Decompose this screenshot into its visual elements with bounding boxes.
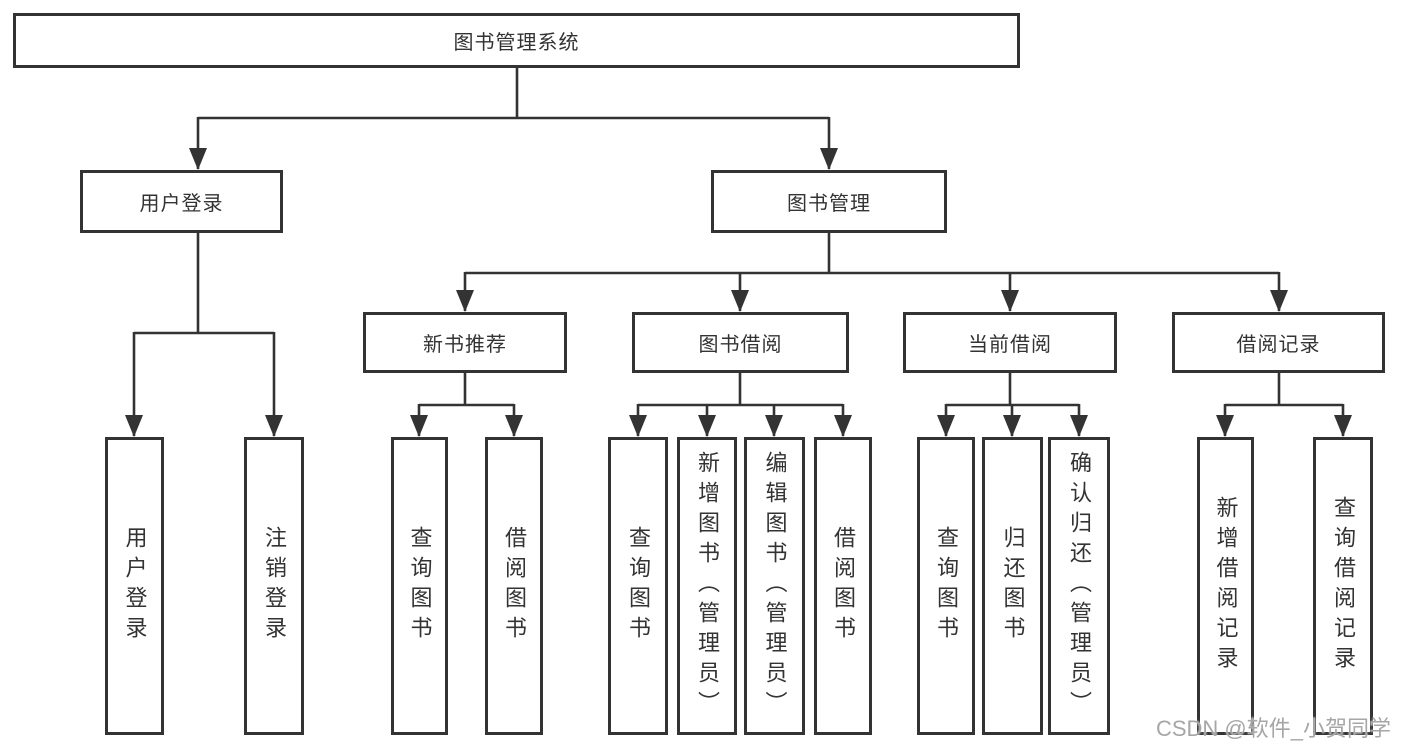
- node-label: 图书管理: [787, 193, 871, 215]
- connector-book-borrow-split: [638, 373, 843, 407]
- leaf-add-borrow-record: 新增借阅记录: [1197, 437, 1254, 735]
- leaf-add-books-admin: 新增图书（管理员）: [677, 437, 737, 735]
- node-user-login: 用户登录: [80, 170, 283, 233]
- leaf-borrow-books: 借阅图书: [485, 437, 543, 735]
- leaf-logout: 注销登录: [244, 437, 304, 735]
- leaf-label: 确认归还（管理员）: [1067, 451, 1092, 721]
- leaf-query-books: 查询图书: [391, 437, 448, 735]
- leaf-label: 注销登录: [262, 526, 287, 646]
- connector-new-book-rec-split: [419, 373, 514, 407]
- leaf-query-books: 查询图书: [608, 437, 668, 735]
- leaf-label: 借阅图书: [502, 526, 527, 646]
- leaf-confirm-return-admin: 确认归还（管理员）: [1048, 437, 1110, 735]
- leaf-return-books: 归还图书: [982, 437, 1043, 735]
- node-current-borrowing: 当前借阅: [903, 312, 1117, 373]
- leaf-query-books: 查询图书: [917, 437, 975, 735]
- leaf-label: 借阅图书: [831, 526, 856, 646]
- leaf-edit-books-admin: 编辑图书（管理员）: [744, 437, 805, 735]
- node-new-book-recommendation: 新书推荐: [363, 312, 567, 373]
- connector-user-login-split: [134, 233, 274, 335]
- node-borrowing-records: 借阅记录: [1172, 312, 1385, 373]
- leaf-borrow-books: 借阅图书: [814, 437, 872, 735]
- node-book-management: 图书管理: [711, 170, 947, 233]
- node-book-borrowing: 图书借阅: [632, 312, 849, 373]
- connector-book-mgmt-split: [465, 233, 1279, 275]
- leaf-label: 用户登录: [122, 526, 148, 646]
- node-label: 图书管理系统: [453, 32, 580, 54]
- leaf-label: 新增借阅记录: [1213, 496, 1239, 676]
- connector-current-borrow-split: [946, 373, 1079, 407]
- leaf-label: 查询图书: [407, 526, 433, 646]
- node-label: 借阅记录: [1236, 334, 1321, 356]
- node-library-management-system: 图书管理系统: [13, 13, 1020, 68]
- leaf-label: 新增图书（管理员）: [695, 451, 720, 721]
- leaf-label: 查询图书: [934, 526, 959, 646]
- connector-root-split: [198, 68, 829, 120]
- node-label: 用户登录: [139, 193, 224, 215]
- leaf-query-borrow-record: 查询借阅记录: [1313, 437, 1373, 735]
- connector-borrow-record-split: [1225, 373, 1343, 407]
- leaf-user-login: 用户登录: [105, 437, 164, 735]
- csdn-watermark: CSDN @软件_小贺同学: [1155, 716, 1391, 741]
- node-label: 当前借阅: [968, 334, 1052, 356]
- node-label: 新书推荐: [423, 334, 507, 356]
- leaf-label: 查询借阅记录: [1331, 496, 1356, 676]
- node-label: 图书借阅: [698, 334, 783, 356]
- leaf-label: 归还图书: [1000, 526, 1026, 646]
- leaf-label: 编辑图书（管理员）: [762, 451, 788, 721]
- leaf-label: 查询图书: [626, 526, 651, 646]
